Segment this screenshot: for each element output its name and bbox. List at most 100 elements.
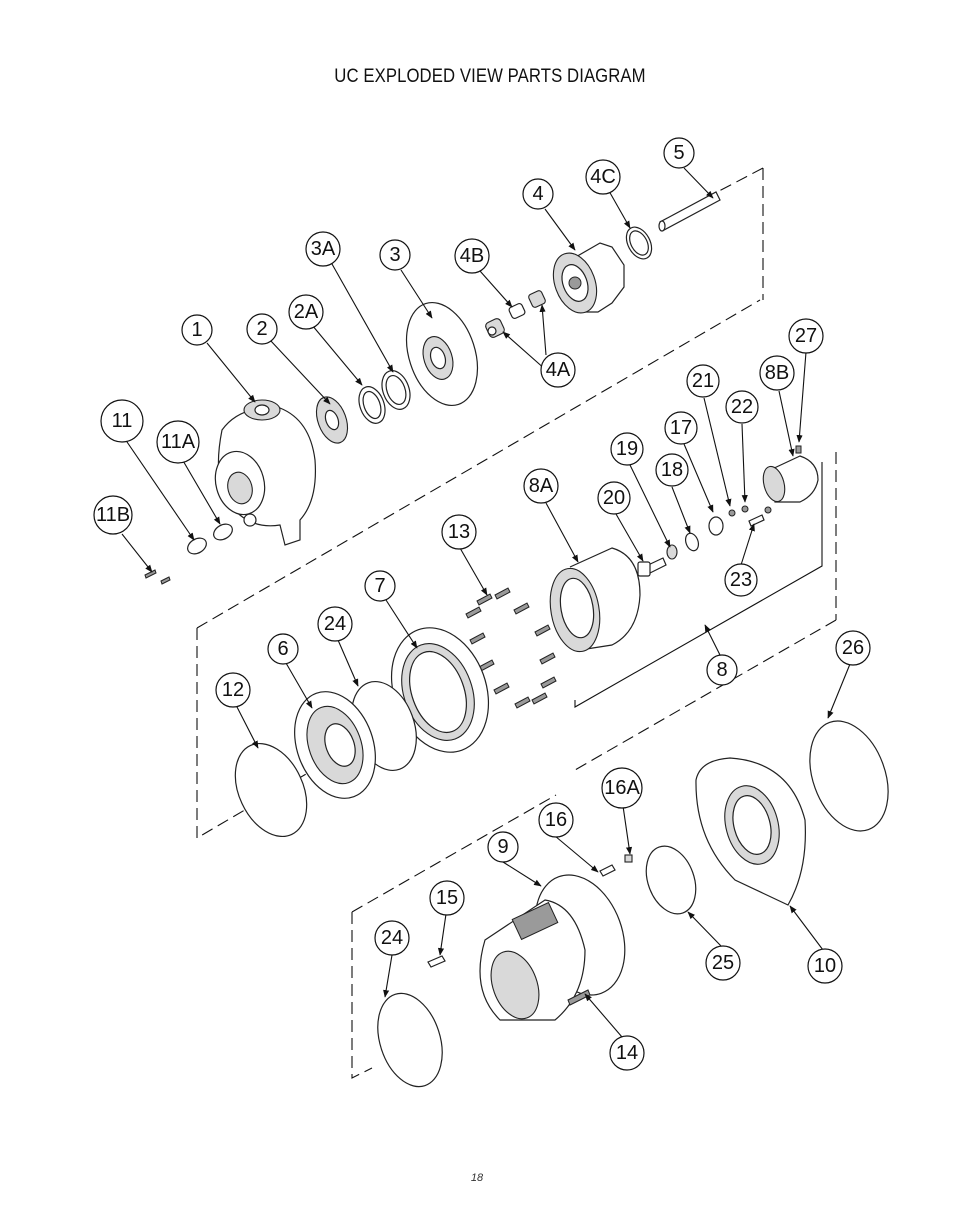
svg-text:11: 11 [112, 410, 133, 432]
part-15-bolt [427, 955, 446, 968]
callout-5: 5 [663, 137, 695, 169]
svg-text:12: 12 [222, 679, 244, 701]
callout-1: 1 [181, 314, 213, 346]
svg-text:19: 19 [616, 438, 638, 460]
part-8b-small-parts [728, 445, 819, 527]
callout-22: 22 [725, 390, 759, 424]
svg-text:17: 17 [670, 417, 692, 439]
callout-4: 4 [522, 178, 554, 210]
group-outline-top [196, 167, 764, 629]
svg-text:4C: 4C [590, 166, 616, 188]
callout-14: 14 [609, 1035, 645, 1071]
part-4-bearing-housing [552, 242, 625, 314]
part-12-oring [234, 742, 308, 838]
part-9-motor-adapter [479, 874, 626, 1021]
svg-text:8: 8 [716, 659, 727, 681]
svg-text:26: 26 [842, 637, 864, 659]
svg-text:24: 24 [324, 613, 346, 635]
part-6-seal-housing [294, 691, 376, 799]
part-10-mounting-plate [695, 757, 806, 906]
callout-19: 19 [610, 432, 644, 466]
callout-17: 17 [664, 411, 698, 445]
part-24-oring-lower [377, 992, 443, 1088]
part-4c-ring [625, 226, 653, 260]
callout-8: 8 [706, 654, 738, 686]
svg-text:1: 1 [191, 319, 202, 341]
part-2a-ring [358, 386, 386, 424]
svg-text:15: 15 [436, 887, 458, 909]
callout-27: 27 [788, 318, 824, 354]
svg-text:2: 2 [256, 318, 267, 340]
svg-text:4: 4 [532, 183, 543, 205]
svg-text:7: 7 [374, 575, 385, 597]
callout-3: 3 [379, 239, 411, 271]
svg-text:8B: 8B [765, 362, 789, 384]
svg-text:23: 23 [730, 569, 752, 591]
part-17-20 [637, 516, 724, 577]
callout-8a: 8A [523, 468, 559, 504]
callout-2: 2 [246, 313, 278, 345]
svg-text:11A: 11A [161, 431, 196, 453]
svg-text:22: 22 [731, 396, 753, 418]
svg-text:27: 27 [795, 325, 817, 347]
callout-23: 23 [724, 563, 758, 597]
callout-6: 6 [267, 633, 299, 665]
svg-text:21: 21 [692, 370, 714, 392]
svg-text:16A: 16A [604, 777, 640, 799]
part-4a-4b-bushings [485, 290, 546, 338]
callout-3a: 3A [305, 231, 341, 267]
leader-lines [121, 167, 851, 1038]
callout-13: 13 [441, 514, 477, 550]
part-13-bolts [465, 587, 557, 709]
callout-20: 20 [597, 481, 631, 515]
part-2-impeller [315, 396, 349, 444]
svg-text:25: 25 [712, 952, 734, 974]
page-title: UC EXPLODED VIEW PARTS DIAGRAM [334, 66, 646, 87]
part-8a-frame [549, 547, 641, 653]
callout-11: 11 [100, 399, 144, 443]
part-16-bolt [599, 854, 633, 877]
part-3a-ring [381, 370, 411, 410]
svg-text:24: 24 [381, 927, 403, 949]
svg-text:11B: 11B [96, 504, 130, 526]
callout-25: 25 [705, 945, 741, 981]
callout-12: 12 [215, 672, 251, 708]
callout-26: 26 [835, 630, 871, 666]
part-11-plates [187, 523, 233, 555]
callout-24-upper: 24 [317, 606, 353, 642]
svg-text:9: 9 [497, 836, 508, 858]
part-1-casing [214, 399, 317, 546]
svg-text:5: 5 [673, 142, 684, 164]
callout-4a: 4A [540, 352, 576, 388]
svg-text:20: 20 [603, 487, 625, 509]
svg-text:3: 3 [389, 244, 400, 266]
callout-16: 16 [538, 802, 574, 838]
svg-text:8A: 8A [529, 475, 554, 497]
svg-text:4B: 4B [460, 245, 484, 267]
callout-9: 9 [487, 831, 519, 863]
callout-10: 10 [807, 948, 843, 984]
svg-text:3A: 3A [311, 238, 336, 260]
part-26-oring [809, 720, 889, 832]
callout-24-lower: 24 [374, 920, 410, 956]
callout-7: 7 [364, 570, 396, 602]
part-11b-screws [144, 569, 171, 585]
callout-18: 18 [655, 453, 689, 487]
svg-text:2A: 2A [294, 301, 319, 323]
svg-text:13: 13 [448, 521, 470, 543]
svg-text:10: 10 [814, 955, 836, 977]
callout-11b: 11B [93, 495, 133, 535]
part-3-backplate [405, 301, 479, 407]
page-number: 18 [470, 1172, 484, 1184]
part-shaft [658, 191, 721, 232]
callout-4c: 4C [585, 159, 621, 195]
callout-11a: 11A [156, 420, 200, 464]
svg-text:6: 6 [277, 638, 288, 660]
svg-text:14: 14 [616, 1042, 638, 1064]
part-25-oring [645, 845, 697, 915]
callout-21: 21 [686, 364, 720, 398]
callout-2a: 2A [288, 294, 324, 330]
callout-16a: 16A [601, 767, 643, 809]
callout-4b: 4B [454, 238, 490, 274]
